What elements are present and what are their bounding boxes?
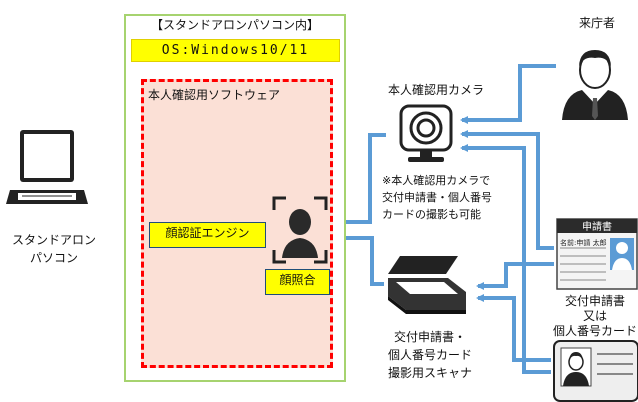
laptop-label: スタンドアロン パソコン [0,231,108,267]
person-icon [558,44,632,122]
form-header-text: 申請書 [582,220,612,233]
scanner-label-line1: 交付申請書・ [393,330,466,344]
arrow-card-to-scanner [476,294,551,362]
camera-title: 本人確認用カメラ [387,83,484,97]
face-frame-icon [272,196,328,264]
camera-note: ※本人確認用カメラで 交付申請書・個人番号 カードの撮影も可能 [382,172,492,223]
form-label: 交付申請書 又は 個人番号カード [540,294,638,339]
form-label-line2: 又は [582,309,607,323]
camera-note-line1: ※本人確認用カメラで [382,174,491,187]
face-engine-box: 顔認証エンジン [149,222,266,248]
scanner-label: 交付申請書・ 個人番号カード 撮影用スキャナ [368,328,492,382]
laptop-label-line2: パソコン [29,251,78,265]
arrow-form-to-scanner [476,262,554,290]
form-label-line3: 個人番号カード [552,324,637,338]
os-label: OS:Windows10/11 [131,39,340,62]
software-title: 本人確認用ソフトウェア [148,88,281,102]
visitor-label: 来庁者 [578,16,615,30]
arrow-scanner-to-face [338,234,384,286]
form-row-text: 名前:申請 太郎 [560,238,607,247]
scanner-label-line3: 撮影用スキャナ [387,366,472,380]
id-card-icon [553,340,638,402]
camera-note-line3: カードの撮影も可能 [382,208,481,221]
form-label-line1: 交付申請書 [564,294,625,308]
arrow-form-to-camera [460,130,554,250]
arrow-visitor-to-camera [460,64,556,124]
scanner-label-line2: 個人番号カード [387,348,472,362]
application-form-icon: 申請書 名前:申請 太郎 [556,218,638,290]
laptop-label-line1: スタンドアロン [11,233,96,247]
face-match-box: 顔照合 [265,269,330,295]
arrow-card-to-camera [460,144,551,374]
laptop-icon [6,128,88,216]
standalone-pc-title: 【スタンドアロンパソコン内】 [150,18,319,32]
camera-note-line2: 交付申請書・個人番号 [382,191,492,204]
flatbed-scanner-icon [386,252,468,318]
arrow-camera-to-face [338,133,386,226]
webcam-icon [398,103,454,165]
